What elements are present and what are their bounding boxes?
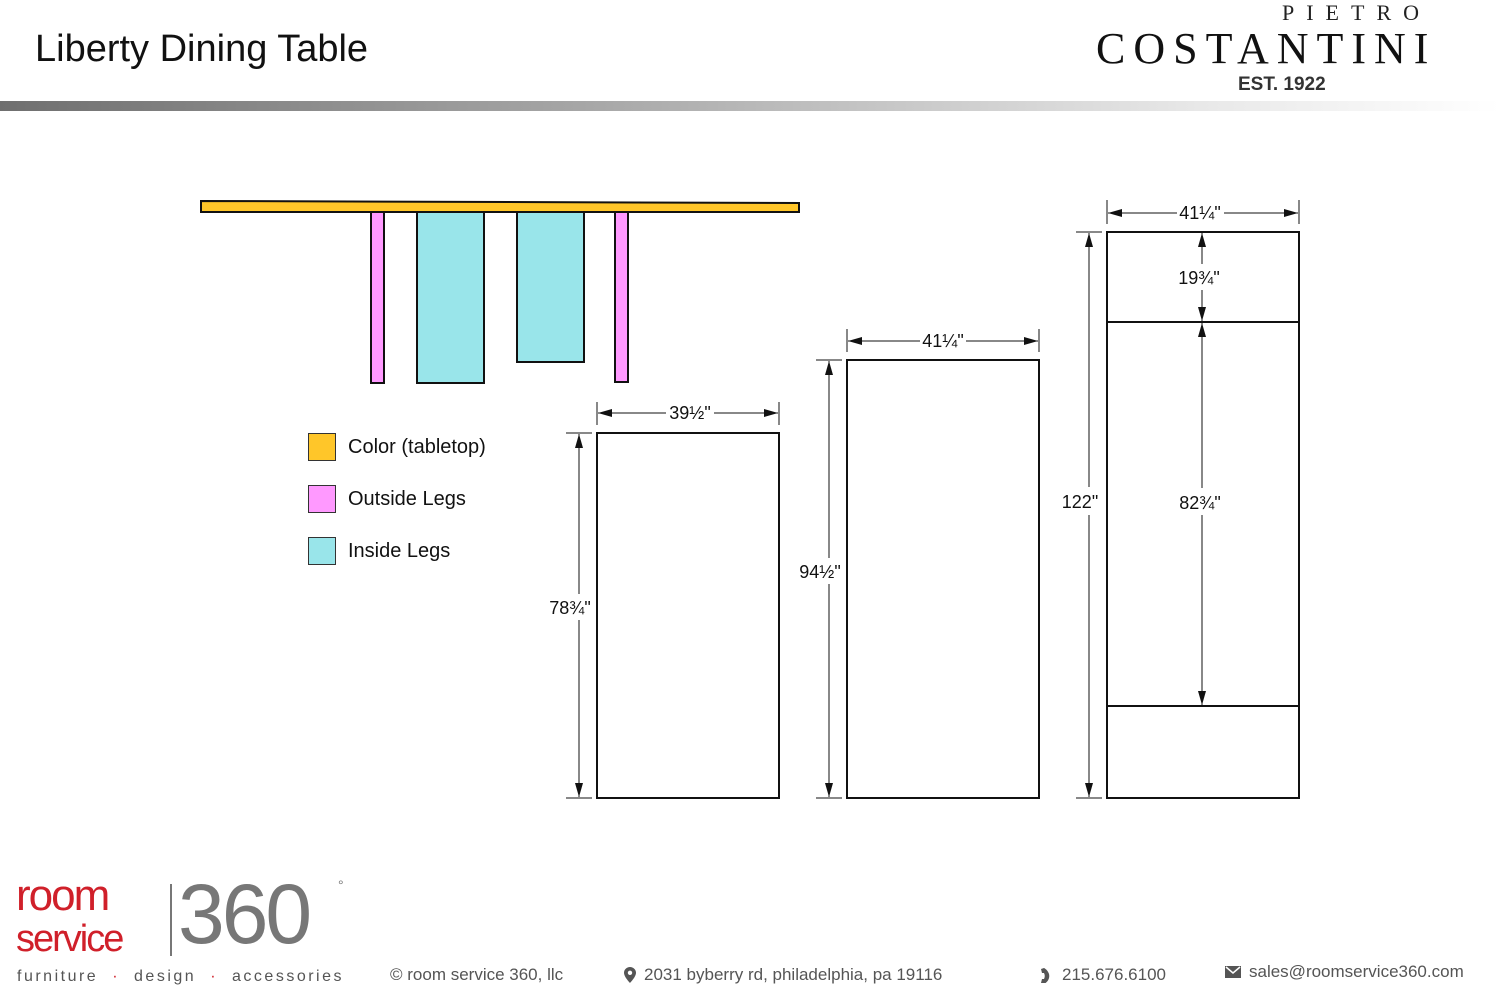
- logo-est: EST. 1922: [1238, 74, 1326, 95]
- tabletop-outline: [846, 359, 1040, 799]
- large-leaf-label: 19¾": [1178, 268, 1219, 288]
- tabletop-outline: [1106, 231, 1300, 799]
- logo-360: 360: [178, 867, 312, 961]
- medium-width-label: 41¼": [922, 331, 963, 351]
- page-title: Liberty Dining Table: [35, 28, 369, 70]
- map-pin-icon: [624, 967, 636, 983]
- logo-pietro: PIETRO: [1282, 0, 1431, 25]
- address-text: 2031 byberry rd, philadelphia, pa 19116: [644, 965, 943, 984]
- degree-icon: °: [338, 877, 344, 893]
- outside-leg: [370, 211, 385, 384]
- tagline-design: design: [134, 968, 197, 985]
- tagline-furniture: furniture: [17, 968, 99, 985]
- address: 2031 byberry rd, philadelphia, pa 19116: [624, 965, 942, 985]
- legend-item-inside-legs: Inside Legs: [308, 537, 450, 565]
- email-link[interactable]: sales@roomservice360.com: [1249, 962, 1464, 981]
- tabletop-outline: [596, 432, 780, 799]
- large-width-label: 41¼": [1179, 203, 1220, 223]
- tagline-accessories: accessories: [232, 968, 344, 985]
- tabletop: [200, 199, 800, 213]
- top-view-small: 39½" 78¾": [549, 402, 780, 799]
- phone-link[interactable]: 215.676.6100: [1062, 965, 1166, 984]
- room-service-360-logo: room service 360 °: [16, 872, 356, 962]
- envelope-icon: [1225, 966, 1241, 978]
- logo-divider: [170, 884, 172, 956]
- top-view-large: 41¼" 122" 19¾" 82¾": [1062, 200, 1300, 799]
- legend-swatch: [308, 433, 336, 461]
- top-view-medium: 41¼" 94½": [799, 329, 1040, 799]
- legend-item-outside-legs: Outside Legs: [308, 485, 466, 513]
- legend-swatch: [308, 537, 336, 565]
- tagline: furniture·design·accessories: [17, 968, 344, 985]
- pietro-costantini-logo: PIETRO COSTANTINI EST. 1922: [1096, 2, 1496, 98]
- small-height-label: 78¾": [549, 598, 590, 618]
- logo-service: service: [16, 918, 124, 960]
- medium-height-label: 94½": [799, 562, 840, 582]
- inside-leg: [516, 211, 585, 363]
- copyright: © room service 360, llc: [390, 965, 563, 985]
- logo-room: room: [16, 871, 110, 920]
- logo-costantini: COSTANTINI: [1096, 24, 1437, 73]
- outside-leg: [614, 211, 629, 383]
- legend-swatch: [308, 485, 336, 513]
- header-divider: [0, 101, 1500, 111]
- email: sales@roomservice360.com: [1225, 962, 1464, 982]
- legend-label: Inside Legs: [348, 539, 451, 562]
- phone: 215.676.6100: [1040, 965, 1166, 985]
- legend-item-tabletop: Color (tabletop): [308, 433, 486, 461]
- inside-leg: [416, 211, 485, 384]
- small-width-label: 39½": [669, 403, 710, 423]
- legend-label: Outside Legs: [348, 487, 466, 510]
- copyright-text: © room service 360, llc: [390, 965, 564, 984]
- legend-label: Color (tabletop): [348, 435, 486, 458]
- large-height-label: 122": [1062, 492, 1098, 512]
- phone-icon: [1041, 968, 1050, 983]
- large-middle-label: 82¾": [1179, 493, 1220, 513]
